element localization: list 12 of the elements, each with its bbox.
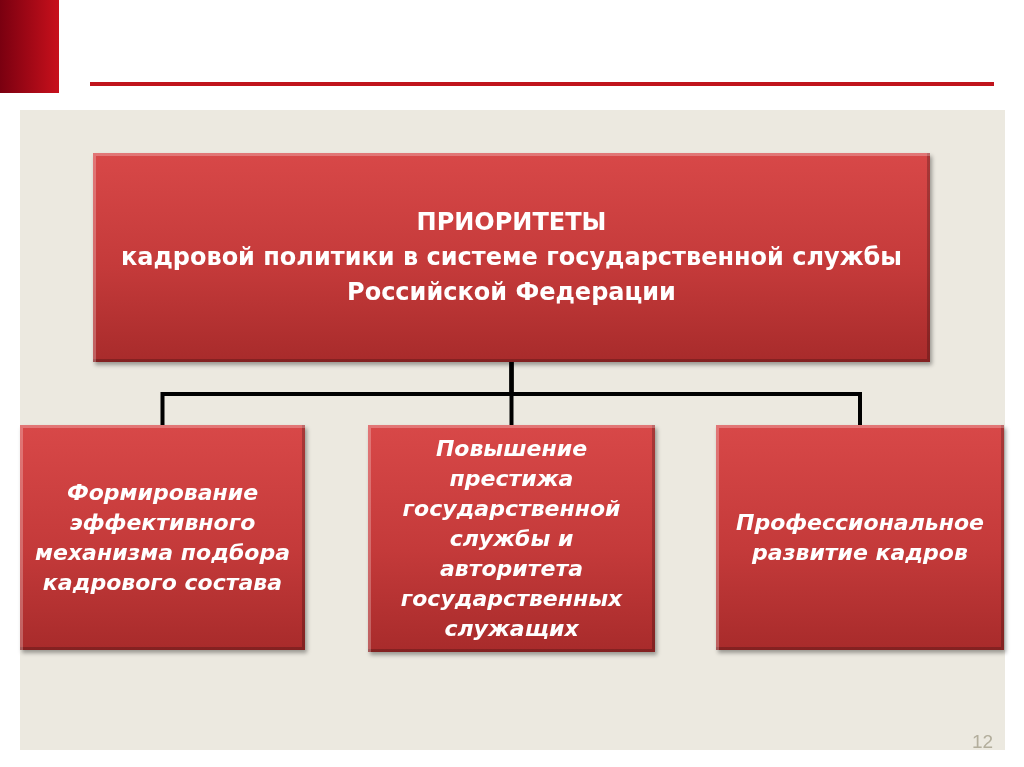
priority-text: Профессиональное развитие кадров (735, 508, 985, 567)
heading-title: ПРИОРИТЕТЫ (416, 207, 607, 238)
priority-box (20, 425, 305, 650)
priority-box (368, 425, 655, 652)
heading-subtitle: Российской Федерации (347, 277, 676, 308)
priority-box (716, 425, 1004, 650)
heading-subtitle: кадровой политики в системе государственной службы (120, 242, 903, 273)
heading-box (93, 153, 930, 362)
connector-line (509, 362, 862, 425)
priority-text: Формирование эффективного механизма подбора кадрового состава (34, 478, 291, 597)
page-number: 12 (972, 731, 994, 753)
priority-text: Повышение престижа государственной службы и авторитета государственных служащих (399, 434, 624, 643)
